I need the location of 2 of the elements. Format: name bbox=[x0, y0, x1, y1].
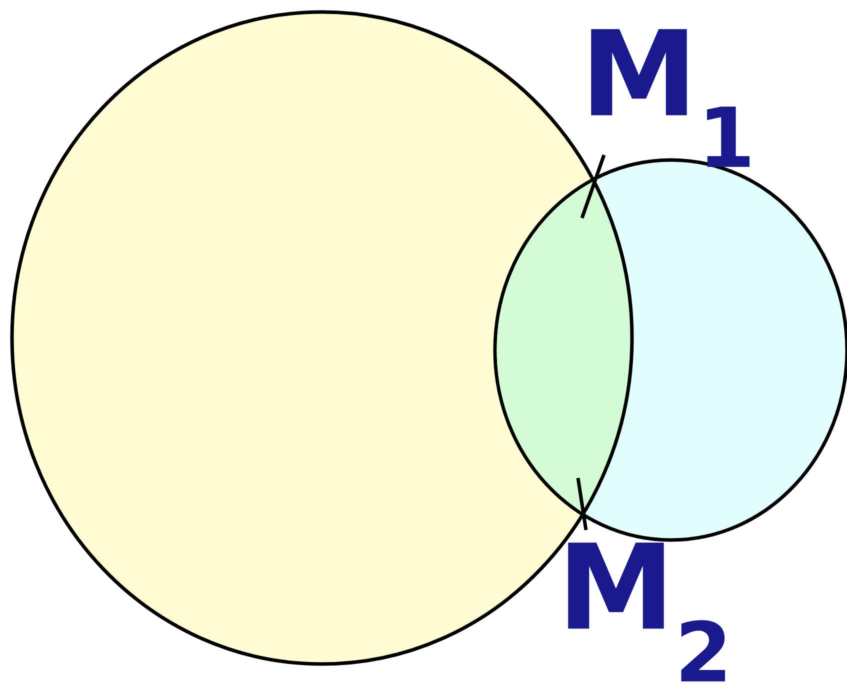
point-label: M$_{2}$ bbox=[568, 542, 726, 682]
point-label: M$_{1}$ bbox=[591, 29, 750, 167]
